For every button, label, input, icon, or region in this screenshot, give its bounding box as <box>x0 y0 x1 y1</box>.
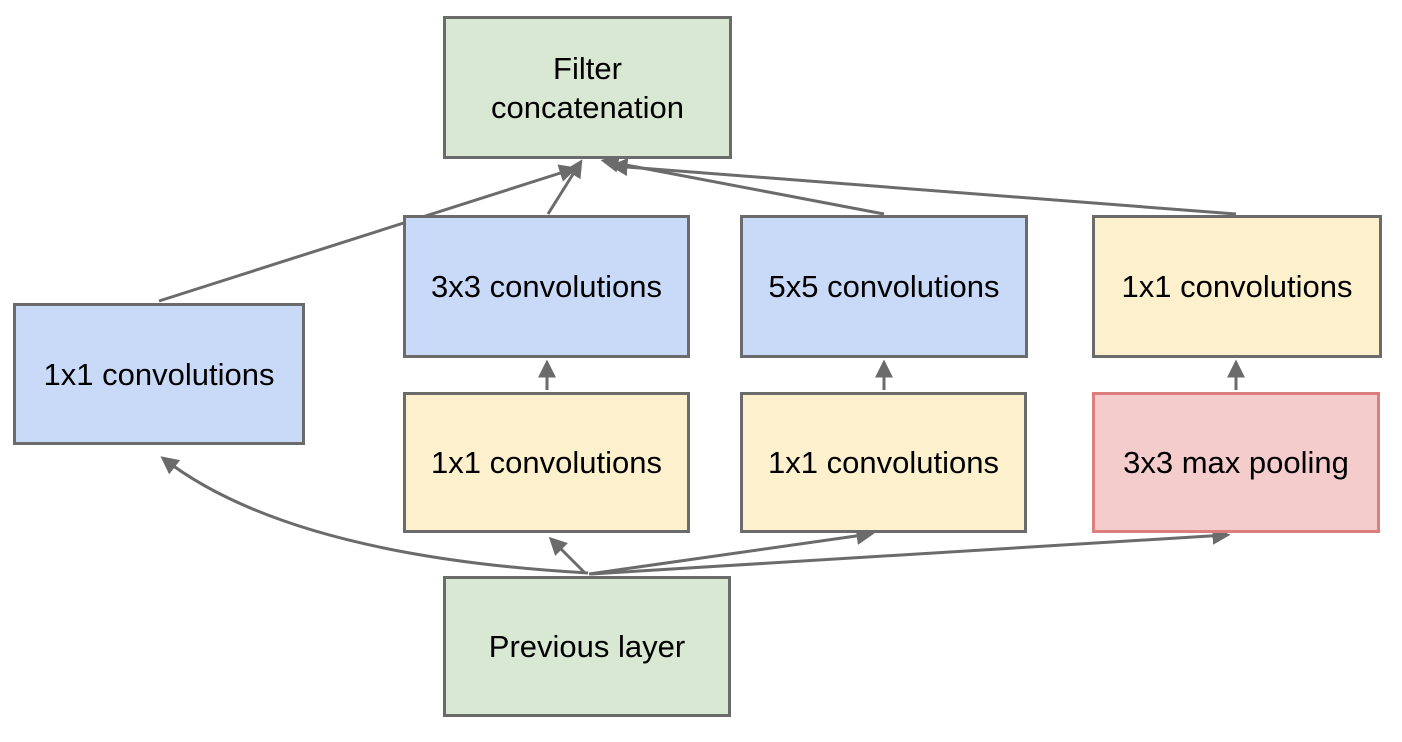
edge-conv5-to-filter-concat <box>600 154 885 216</box>
edge-conv3-to-filter-concat <box>546 159 583 215</box>
node-1x1-convolutions-before-5x5: 1x1 convolutions <box>740 392 1027 533</box>
node-3x3-convolutions: 3x3 convolutions <box>403 215 690 358</box>
node-1x1-convolutions-before-3x3: 1x1 convolutions <box>403 392 690 533</box>
node-previous-layer: Previous layer <box>443 576 731 717</box>
node-5x5-convolutions: 5x5 convolutions <box>740 215 1028 358</box>
node-1x1-convolutions-left: 1x1 convolutions <box>13 303 305 445</box>
edge-previous-layer-to-max-pool <box>590 526 1231 576</box>
node-3x3-convolutions-label: 3x3 convolutions <box>431 269 662 304</box>
node-1x1-convolutions-after-pool: 1x1 convolutions <box>1092 215 1382 358</box>
node-5x5-convolutions-label: 5x5 convolutions <box>768 269 1000 304</box>
node-previous-layer-label: Previous layer <box>488 629 686 664</box>
node-1x1-convolutions-before-5x5-label: 1x1 convolutions <box>768 445 999 480</box>
node-filter-concatenation: Filter concatenation <box>443 16 732 159</box>
edge-previous-layer-to-conv1-reduce-a <box>548 536 587 575</box>
edge-conv1-top-right-to-filter-concat <box>609 158 1237 216</box>
edge-previous-layer-to-conv1-reduce-b <box>588 526 875 576</box>
node-filter-concatenation-label: Filter concatenation <box>490 50 685 125</box>
node-1x1-convolutions-before-3x3-label: 1x1 convolutions <box>431 445 662 480</box>
node-1x1-convolutions-after-pool-label: 1x1 convolutions <box>1121 269 1353 304</box>
node-3x3-max-pooling-label: 3x3 max pooling <box>1123 445 1349 480</box>
node-1x1-convolutions-left-label: 1x1 convolutions <box>43 356 275 392</box>
node-3x3-max-pooling: 3x3 max pooling <box>1092 392 1380 533</box>
